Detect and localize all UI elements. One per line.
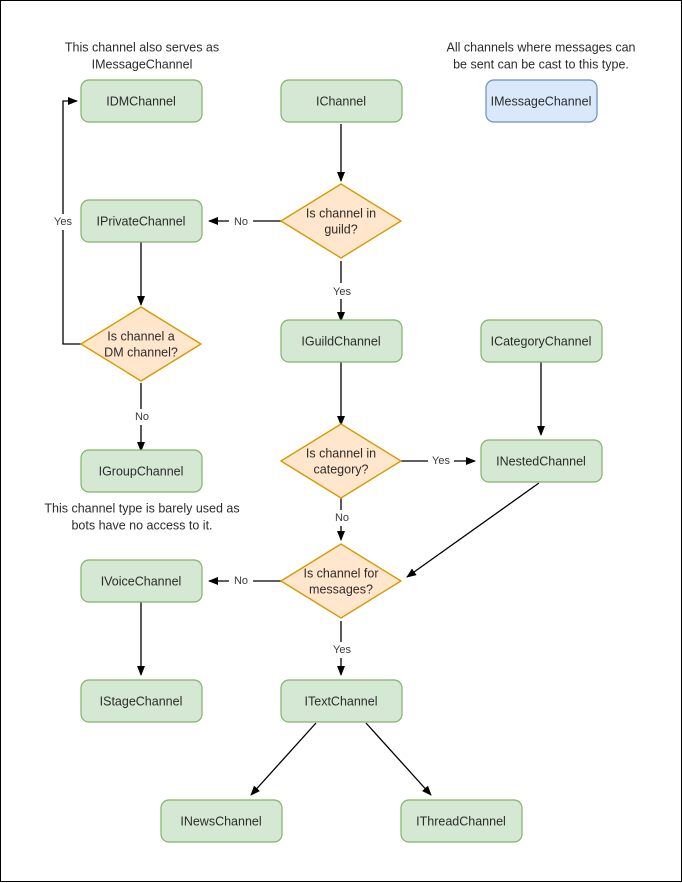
- node-itextchannel[interactable]: ITextChannel: [280, 679, 403, 723]
- node-imessagechannel[interactable]: IMessageChannel: [485, 79, 598, 123]
- node-itextchannel-shape[interactable]: [280, 679, 403, 723]
- decision-dm-line1: Is channel a: [107, 329, 174, 343]
- edge-label-guild-yes: Yes: [333, 286, 351, 298]
- node-igroupchannel-label: IGroupChannel: [99, 464, 184, 478]
- edge-label-messages-yes: Yes: [333, 644, 351, 656]
- decision-is-channel-in-guild-line1: Is channel in: [306, 206, 376, 220]
- decision-is-channel-for-messages[interactable]: Is channel for messages?: [280, 543, 402, 619]
- decision-is-channel-in-category-shape[interactable]: [280, 423, 402, 499]
- edge-label-bg: [229, 573, 253, 589]
- decision-is-channel-in-category[interactable]: Is channel in category?: [280, 423, 402, 499]
- node-idmchannel-label: IDMChannel: [106, 94, 175, 108]
- decision-category-line2: category?: [314, 462, 369, 476]
- edge-label-bg: [51, 214, 77, 230]
- edge-label-bg: [330, 283, 354, 299]
- decision-dm-line2: DM channel?: [104, 345, 178, 359]
- note-message-line1: All channels where messages can: [447, 40, 636, 54]
- node-icategorychannel[interactable]: ICategoryChannel: [480, 319, 603, 363]
- decision-messages-line2: messages?: [309, 582, 373, 596]
- notes-layer: This channel also serves as IMessageChan…: [44, 40, 635, 532]
- node-idmchannel[interactable]: IDMChannel: [80, 79, 203, 123]
- node-inewschannel-shape[interactable]: [160, 799, 283, 843]
- decision-messages-line1: Is channel for: [303, 566, 378, 580]
- node-imessagechannel-shape[interactable]: [485, 79, 598, 123]
- node-ivoicechannel[interactable]: IVoiceChannel: [80, 559, 203, 603]
- node-iprivatechannel-label: IPrivateChannel: [97, 214, 186, 228]
- node-ichannel-label: IChannel: [316, 94, 366, 108]
- node-iguildchannel[interactable]: IGuildChannel: [280, 319, 403, 363]
- node-iprivatechannel-shape[interactable]: [80, 199, 203, 243]
- decision-is-channel-for-messages-shape[interactable]: [280, 543, 402, 619]
- node-igroupchannel-shape[interactable]: [80, 449, 203, 493]
- decision-is-channel-in-guild[interactable]: Is channel in guild?: [280, 183, 402, 259]
- node-iprivatechannel[interactable]: IPrivateChannel: [80, 199, 203, 243]
- nodes-layer: IDMChannel IChannel IMessageChannel IPri…: [80, 79, 603, 843]
- node-ithreadchannel-shape[interactable]: [400, 799, 523, 843]
- edge-itextchannel-to-inewschannel: [250, 722, 317, 796]
- node-igroupchannel[interactable]: IGroupChannel: [80, 449, 203, 493]
- node-itextchannel-label: ITextChannel: [305, 694, 378, 708]
- node-istagechannel[interactable]: IStageChannel: [80, 679, 203, 723]
- note-dm-line1: This channel also serves as: [65, 40, 219, 54]
- node-icategorychannel-shape[interactable]: [480, 319, 603, 363]
- node-istagechannel-shape[interactable]: [80, 679, 203, 723]
- edge-label-dm-yes: Yes: [54, 216, 72, 228]
- edge-label-messages-no: No: [234, 575, 248, 587]
- node-idmchannel-shape[interactable]: [80, 79, 203, 123]
- node-istagechannel-label: IStageChannel: [100, 694, 183, 708]
- node-inewschannel-label: INewsChannel: [180, 814, 261, 828]
- decision-is-channel-a-dm-channel[interactable]: Is channel a DM channel?: [80, 306, 202, 382]
- edge-label-dm-no: No: [135, 411, 149, 423]
- edge-label-bg: [330, 642, 354, 658]
- note-group-line2: bots have no access to it.: [71, 518, 212, 532]
- node-ithreadchannel-label: IThreadChannel: [416, 814, 506, 828]
- node-inewschannel[interactable]: INewsChannel: [160, 799, 283, 843]
- edge-inestedchannel-to-for-messages: [406, 482, 540, 578]
- node-ithreadchannel[interactable]: IThreadChannel: [400, 799, 523, 843]
- node-ichannel-shape[interactable]: [280, 79, 403, 123]
- edge-label-guild-no: No: [234, 216, 248, 228]
- node-iguildchannel-shape[interactable]: [280, 319, 403, 363]
- node-inestedchannel[interactable]: INestedChannel: [480, 439, 603, 483]
- decision-is-channel-in-guild-line2: guild?: [324, 222, 357, 236]
- node-ivoicechannel-label: IVoiceChannel: [101, 574, 182, 588]
- edge-label-category-no: No: [335, 512, 349, 524]
- note-group-line1: This channel type is barely used as: [44, 501, 239, 515]
- edge-label-category-yes: Yes: [432, 455, 450, 467]
- edge-label-bg: [428, 453, 454, 469]
- node-imessagechannel-label: IMessageChannel: [491, 94, 592, 108]
- node-ichannel[interactable]: IChannel: [280, 79, 403, 123]
- edge-labels-layer: No Yes Yes No Yes No No Yes: [51, 213, 454, 658]
- node-iguildchannel-label: IGuildChannel: [301, 334, 380, 348]
- edge-itextchannel-to-ithreadchannel: [365, 722, 432, 796]
- note-dm-line2: IMessageChannel: [92, 57, 193, 71]
- edge-label-bg: [229, 213, 253, 229]
- decision-is-channel-in-guild-shape[interactable]: [280, 183, 402, 259]
- edge-label-bg: [131, 409, 153, 425]
- node-inestedchannel-label: INestedChannel: [496, 454, 586, 468]
- node-icategorychannel-label: ICategoryChannel: [491, 334, 592, 348]
- edge-label-bg: [331, 510, 353, 526]
- node-inestedchannel-shape[interactable]: [480, 439, 603, 483]
- note-message-line2: be sent can be cast to this type.: [453, 57, 629, 71]
- decision-category-line1: Is channel in: [306, 446, 376, 460]
- node-ivoicechannel-shape[interactable]: [80, 559, 203, 603]
- decision-is-channel-a-dm-channel-shape[interactable]: [80, 306, 202, 382]
